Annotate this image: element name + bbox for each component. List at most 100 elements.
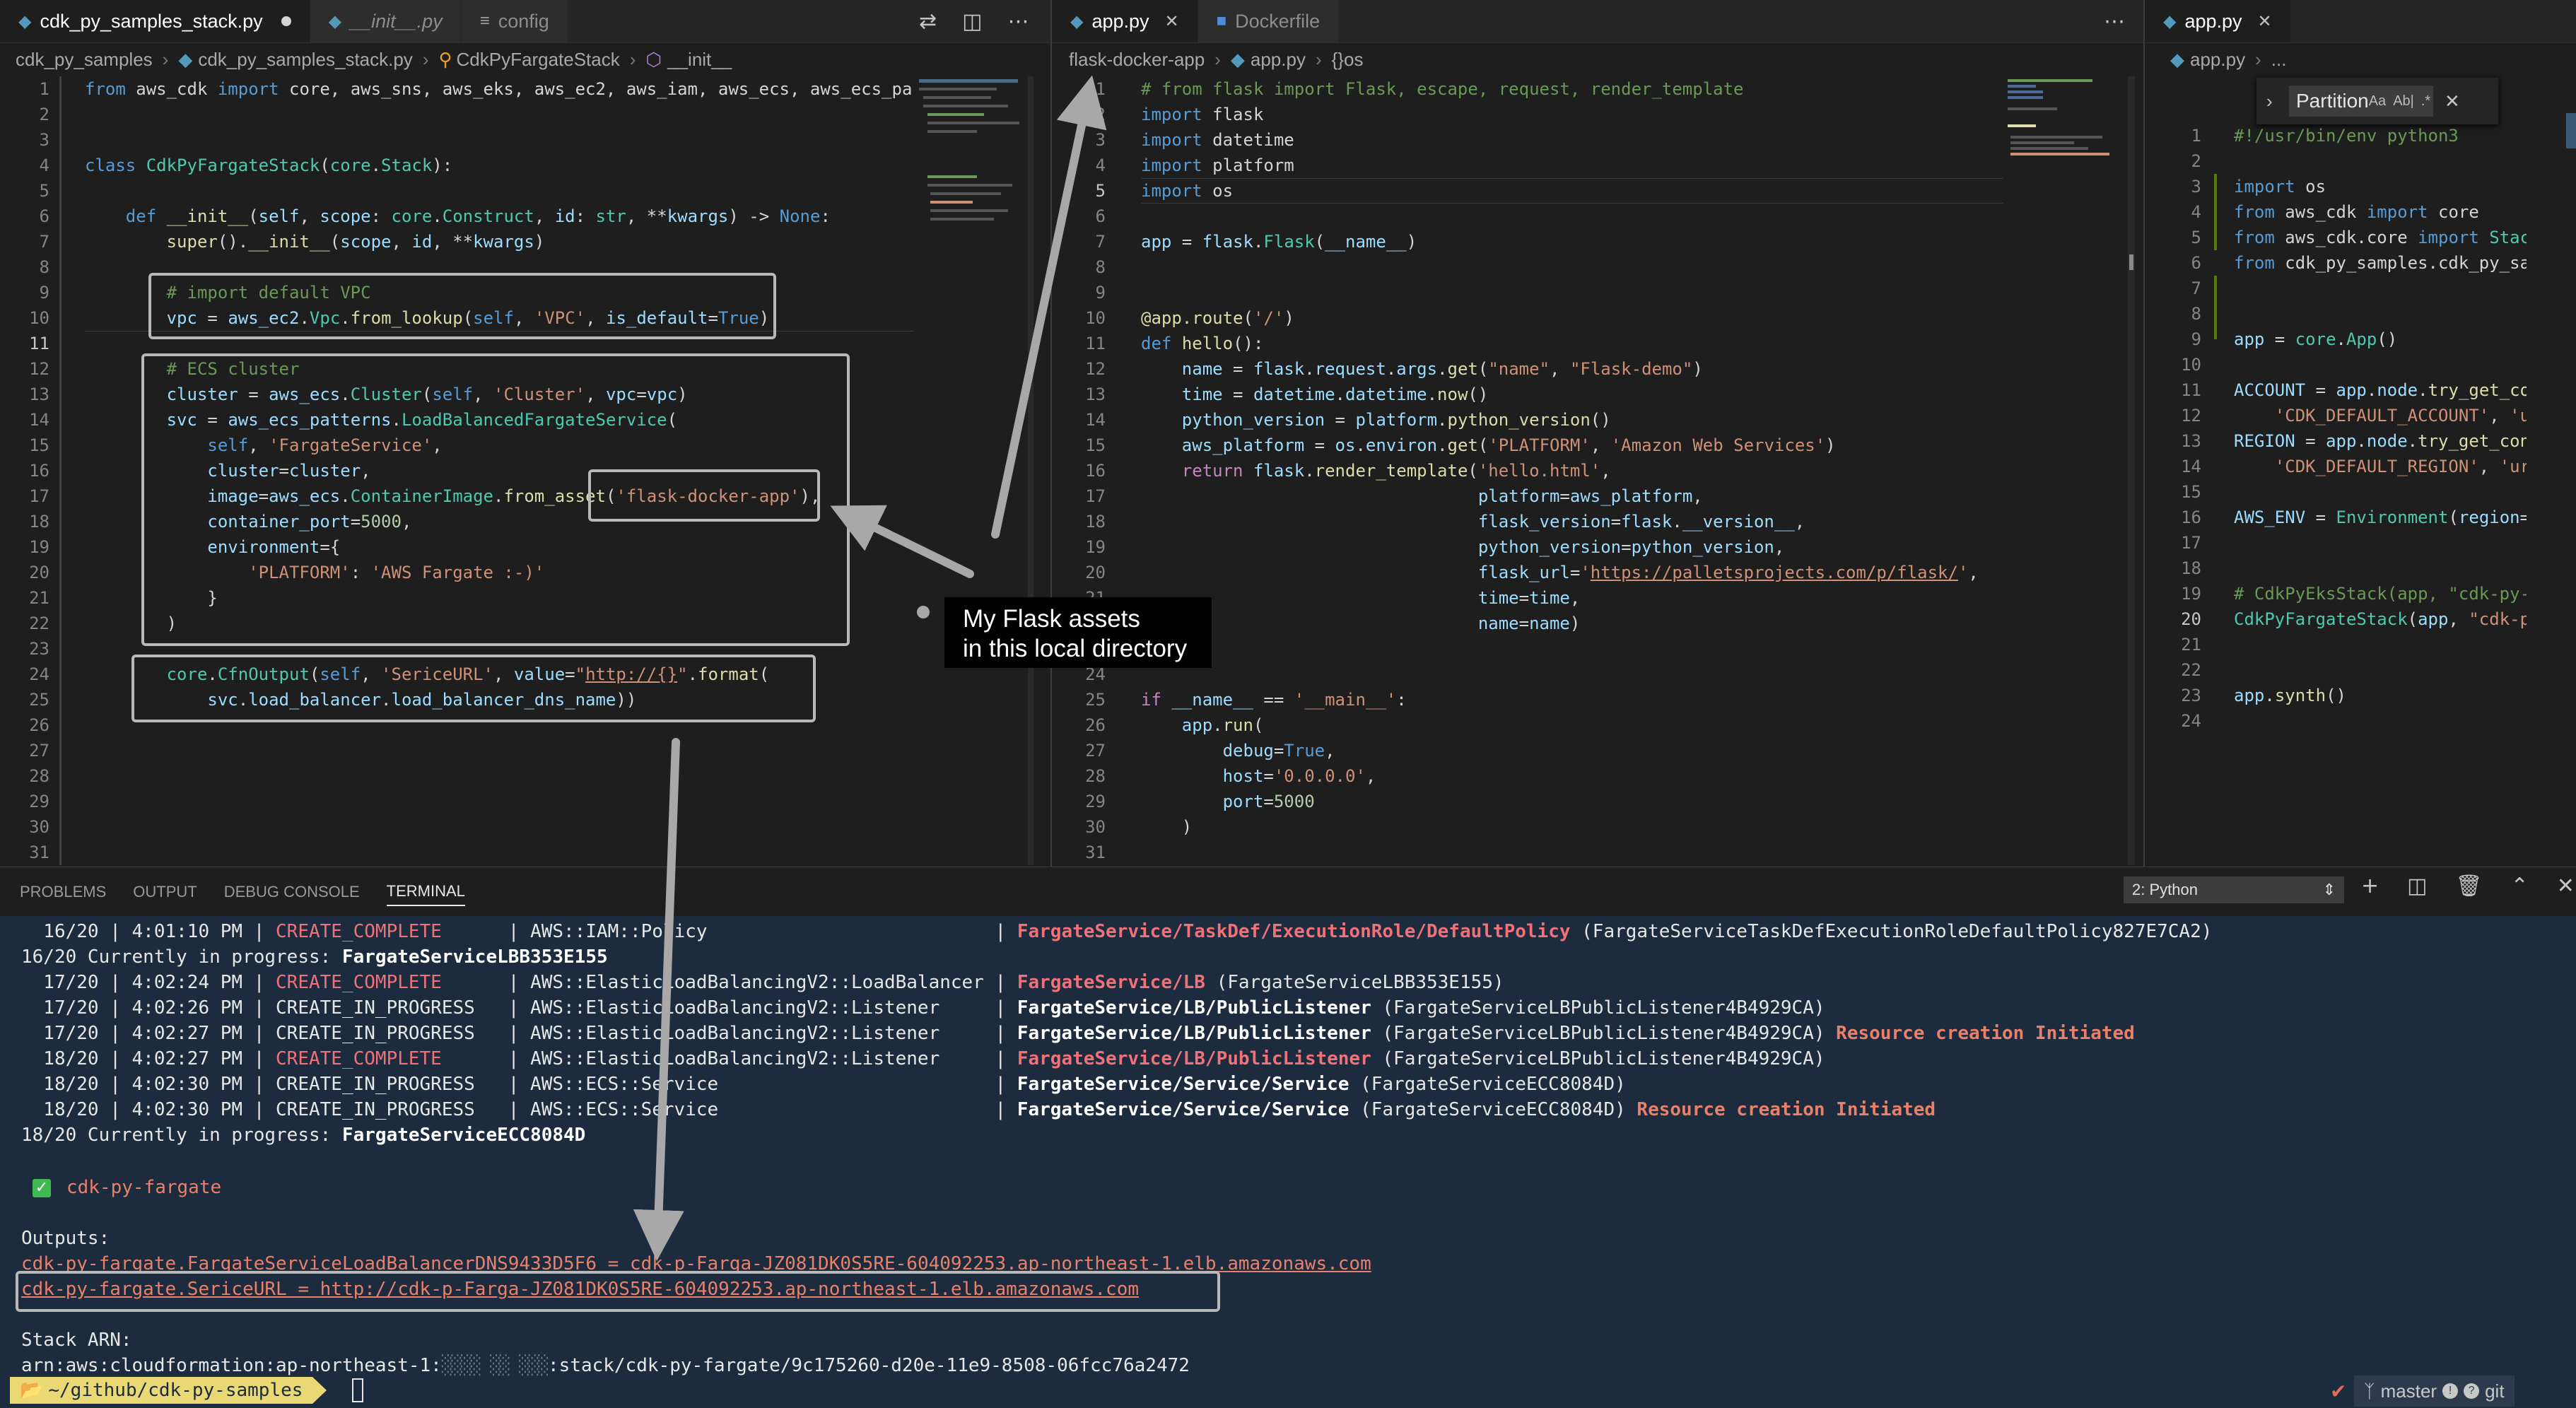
service-url-link[interactable]: http://cdk-p-Farga-JZ081DK0S5RE-60409225… [320, 1279, 1140, 1300]
new-terminal-icon[interactable]: + [2361, 874, 2379, 898]
tab-app-py[interactable]: ◆app.py✕ [1052, 0, 1198, 42]
line-number: 9 [2191, 329, 2201, 349]
line-number: 19 [2181, 584, 2201, 604]
breadcrumb-method[interactable]: __init__ [667, 48, 732, 70]
line-number: 19 [1085, 537, 1106, 557]
branch-icon: ᛉ [2364, 1380, 2375, 1402]
right-line-numbers: 1 2 3 4 5 6 7 8 9 10 11 12 13 14 15 16 1… [2145, 123, 2201, 734]
split-editor-icon[interactable]: ◫ [962, 8, 983, 34]
line-number: 13 [29, 385, 49, 404]
line-number: 18 [1085, 512, 1106, 532]
tab-init-py[interactable]: ◆__init__.py [310, 0, 462, 42]
maximize-panel-icon[interactable]: ⌃ [2510, 874, 2529, 898]
regex-icon[interactable]: .* [2420, 93, 2431, 109]
breadcrumb-file[interactable]: app.py [1250, 48, 1306, 70]
line-number: 2 [2191, 151, 2201, 171]
line-number: 5 [1095, 181, 1106, 201]
tab-config[interactable]: ≡config [461, 0, 568, 42]
line-number: 2 [39, 105, 49, 124]
tab-terminal[interactable]: TERMINAL [386, 878, 465, 906]
split-terminal-icon[interactable]: ◫ [2407, 874, 2428, 898]
line-number: 11 [1085, 334, 1106, 353]
breadcrumb-class[interactable]: CdkPyFargateStack [456, 48, 620, 70]
breadcrumb-folder[interactable]: cdk_py_samples [16, 48, 153, 70]
tab-debug-console[interactable]: DEBUG CONSOLE [223, 883, 360, 900]
line-number: 11 [2181, 380, 2201, 400]
line-number: 30 [29, 817, 49, 837]
line-number: 3 [2191, 177, 2201, 196]
line-number: 6 [39, 206, 49, 226]
compare-icon[interactable]: ⇄ [919, 8, 937, 34]
middle-minimap[interactable] [2003, 76, 2122, 865]
more-actions-icon[interactable]: ⋯ [2104, 8, 2125, 34]
service-url-highlight-box [16, 1271, 1220, 1312]
line-number: 29 [29, 792, 49, 811]
line-number: 3 [39, 130, 49, 150]
kill-terminal-icon[interactable]: 🗑 [2455, 874, 2483, 898]
git-status: ᛉ master ! ? git [2354, 1375, 2514, 1407]
line-number: 10 [2181, 355, 2201, 375]
line-number: 28 [29, 766, 49, 786]
line-number: 25 [1085, 690, 1106, 710]
annotation-callout: My Flask assets in this local directory [944, 597, 1212, 668]
breadcrumb-file[interactable]: app.py [2190, 48, 2246, 70]
line-number: 10 [1085, 308, 1106, 328]
breadcrumb-file[interactable]: cdk_py_samples_stack.py [198, 48, 413, 70]
left-breadcrumb: cdk_py_samples› ◆cdk_py_samples_stack.py… [16, 48, 732, 70]
close-tab-icon[interactable]: ✕ [2257, 11, 2272, 31]
line-number: 13 [2181, 431, 2201, 451]
line-number: 5 [2191, 228, 2201, 247]
line-number: 20 [1085, 563, 1106, 582]
terminal-actions: + ◫ 🗑 ⌃ ✕ [2361, 874, 2575, 898]
line-number: 12 [1085, 359, 1106, 379]
whole-word-icon[interactable]: Ab| [2393, 93, 2414, 109]
left-tab-bar: ◆cdk_py_samples_stack.py ◆__init__.py ≡c… [0, 0, 1050, 43]
tab-right-app-py[interactable]: ◆app.py✕ [2145, 0, 2291, 42]
breadcrumb-more[interactable]: ... [2271, 48, 2287, 70]
python-file-icon: ◆ [1070, 11, 1084, 31]
tab-cdk-py-samples-stack[interactable]: ◆cdk_py_samples_stack.py [0, 0, 310, 42]
toggle-replace-icon[interactable]: › [2266, 90, 2273, 112]
find-widget: › Partition Aa Ab| .* ✕ [2256, 78, 2498, 124]
line-number: 3 [1095, 130, 1106, 150]
outputs-label: Outputs: [21, 1228, 110, 1249]
breadcrumb-folder[interactable]: flask-docker-app [1069, 48, 1205, 70]
python-file-icon: ◆ [2170, 48, 2184, 70]
line-number: 4 [1095, 156, 1106, 175]
line-number: 8 [2191, 304, 2201, 324]
line-number: 10 [29, 308, 49, 328]
line-number: 7 [39, 232, 49, 252]
middle-code-editor[interactable]: # from flask import Flask, escape, reque… [1141, 79, 1979, 837]
line-number: 23 [2181, 686, 2201, 705]
tab-output[interactable]: OUTPUT [133, 883, 197, 900]
line-number: 7 [2191, 278, 2201, 298]
tab-dockerfile[interactable]: ■Dockerfile [1198, 0, 1340, 42]
line-number: 21 [29, 588, 49, 608]
left-line-numbers: 1 2 3 4 5 6 7 8 9 10 11 12 13 14 15 16 1… [0, 76, 49, 865]
terminal-select[interactable]: 2: Python⇕ [2124, 876, 2344, 903]
breadcrumb-symbol[interactable]: {}os [1331, 48, 1364, 70]
close-tab-icon[interactable]: ✕ [1164, 11, 1179, 31]
close-find-icon[interactable]: ✕ [2445, 90, 2460, 112]
line-number: 13 [1085, 385, 1106, 404]
line-number: 1 [2191, 126, 2201, 146]
match-case-icon[interactable]: Aa [2368, 93, 2387, 109]
line-number: 8 [39, 257, 49, 277]
left-code-editor[interactable]: from aws_cdk import core, aws_sns, aws_e… [85, 79, 913, 710]
line-number: 6 [1095, 206, 1106, 226]
modified-dot-icon [281, 16, 291, 26]
find-input[interactable]: Partition Aa Ab| .* [2289, 86, 2433, 117]
stack-name: cdk-py-fargate [66, 1177, 222, 1198]
close-panel-icon[interactable]: ✕ [2556, 874, 2575, 898]
python-file-icon: ◆ [1230, 48, 1245, 70]
arrow-to-flask-dir [991, 75, 1107, 539]
middle-breadcrumb: flask-docker-app› ◆app.py› {}os [1069, 48, 1364, 70]
more-actions-icon[interactable]: ⋯ [1007, 8, 1029, 34]
tab-problems[interactable]: PROBLEMS [20, 883, 107, 900]
line-number: 4 [39, 156, 49, 175]
select-arrow-icon: ⇕ [2322, 881, 2336, 898]
terminal[interactable]: 16/20 | 4:01:10 PM | CREATE_COMPLETE | A… [0, 916, 2576, 1408]
python-file-icon: ◆ [178, 48, 193, 70]
right-code-editor[interactable]: #!/usr/bin/env python3 import os from aw… [2234, 126, 2527, 705]
arrow-to-from-asset [830, 505, 974, 578]
